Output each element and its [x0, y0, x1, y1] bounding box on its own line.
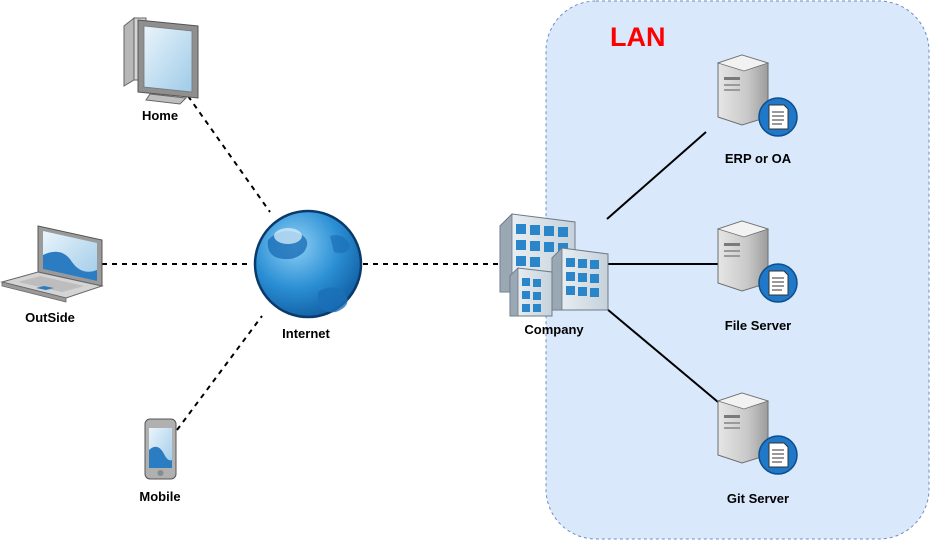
internet-links [102, 95, 502, 431]
link-company-git-server [606, 308, 719, 403]
link-home-internet [187, 95, 271, 213]
smartphone-icon [144, 418, 177, 480]
link-mobile-internet [176, 315, 263, 431]
laptop-icon [0, 225, 104, 303]
file-server-label: File Server [724, 318, 792, 333]
lan-links [606, 131, 719, 403]
git-server-label: Git Server [726, 491, 790, 506]
internet-label: Internet [282, 326, 330, 341]
home-label: Home [141, 108, 179, 123]
desktop-computer-icon [123, 16, 199, 105]
lan-title: LAN [610, 22, 666, 52]
globe-icon [253, 209, 363, 319]
office-buildings-icon [499, 213, 609, 317]
link-company-erp [606, 131, 707, 220]
outside-label: OutSide [25, 310, 75, 325]
company-label: Company [524, 322, 584, 337]
mobile-label: Mobile [139, 489, 181, 504]
erp-label: ERP or OA [724, 151, 792, 166]
